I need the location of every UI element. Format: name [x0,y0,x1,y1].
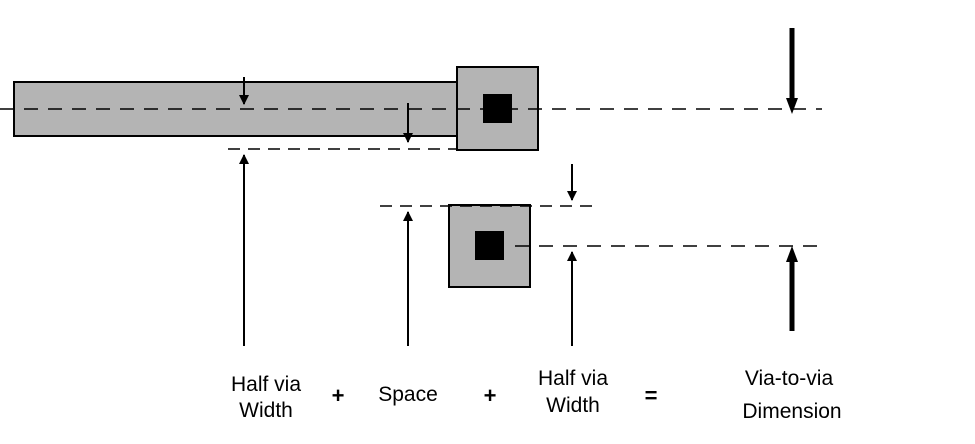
label-space: Space [378,383,438,406]
label-result-line1: Via-to-via [745,367,834,390]
lower-via-cut [475,231,504,260]
equals-sign: = [645,383,658,408]
label-half-via-2-line1: Half via [538,367,608,390]
label-half-via-1-line1: Half via [231,373,301,396]
plus-sign-2: + [484,383,497,408]
label-half-via-1-line2: Width [239,399,293,422]
label-result-line2: Dimension [742,400,841,423]
label-half-via-2-line2: Width [546,394,600,417]
plus-sign-1: + [332,383,345,408]
